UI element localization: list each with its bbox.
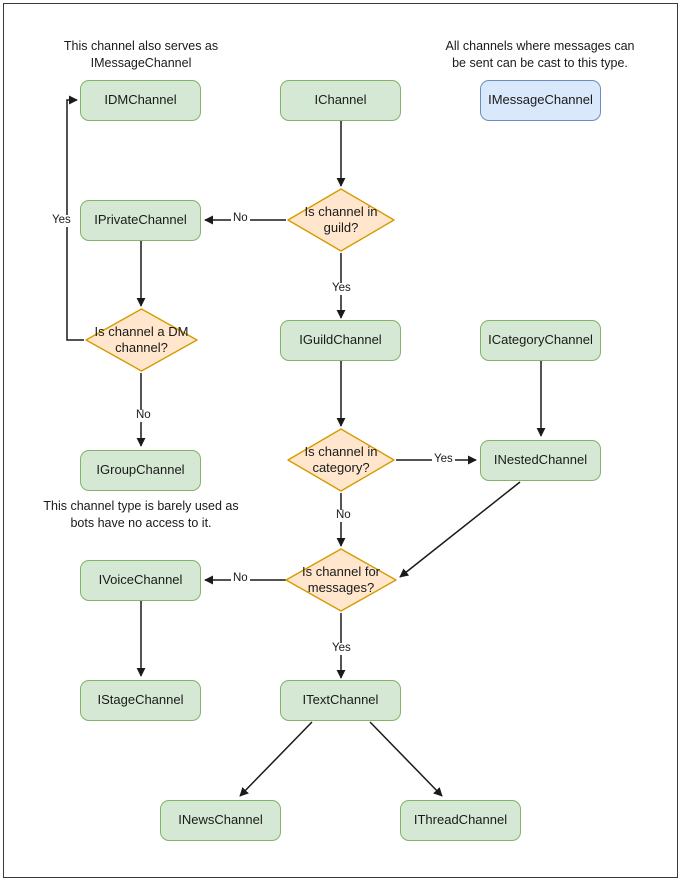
edge-label-no-category: No <box>334 509 353 522</box>
node-imessagechannel[interactable]: IMessageChannel <box>480 80 601 121</box>
node-itextchannel[interactable]: ITextChannel <box>280 680 401 721</box>
node-label: Is channel for messages? <box>301 563 381 595</box>
diamond-shape <box>85 308 198 372</box>
edge-label-no-guild: No <box>231 212 250 225</box>
node-idmchannel[interactable]: IDMChannel <box>80 80 201 121</box>
diamond-shape <box>285 548 397 612</box>
node-label: Is channel a DM channel? <box>94 323 189 355</box>
note-message-channel: All channels where messages can be sent … <box>445 39 635 70</box>
note-group-channel: This channel type is barely used as bots… <box>43 499 239 530</box>
edge-itextchannel-to-inewschannel <box>239 721 313 797</box>
node-iguildchannel[interactable]: IGuildChannel <box>280 320 401 361</box>
edge-label-yes-category: Yes <box>432 453 455 466</box>
node-inestedchannel[interactable]: INestedChannel <box>480 440 601 481</box>
node-label: Is channel in guild? <box>304 203 378 235</box>
node-is-channel-in-category[interactable]: Is channel in category? <box>286 427 396 493</box>
edge-label-yes-guild: Yes <box>330 282 353 295</box>
edge-label-yes-messages: Yes <box>330 642 353 655</box>
node-inewschannel[interactable]: INewsChannel <box>160 800 281 841</box>
edge-itextchannel-to-ithreadchannel <box>369 721 443 797</box>
node-icategorychannel[interactable]: ICategoryChannel <box>480 320 601 361</box>
node-label: Is channel in category? <box>304 443 378 475</box>
node-ivoicechannel[interactable]: IVoiceChannel <box>80 560 201 601</box>
diamond-shape <box>287 428 395 492</box>
edge-inestedchannel-to-messages-decision <box>399 481 521 578</box>
node-is-channel-a-dm-channel[interactable]: Is channel a DM channel? <box>84 307 199 373</box>
node-ithreadchannel[interactable]: IThreadChannel <box>400 800 521 841</box>
node-iprivatechannel[interactable]: IPrivateChannel <box>80 200 201 241</box>
node-istagechannel[interactable]: IStageChannel <box>80 680 201 721</box>
node-is-channel-in-guild[interactable]: Is channel in guild? <box>286 187 396 253</box>
note-dm-channel: This channel also serves as IMessageChan… <box>63 39 219 70</box>
edge-label-no-dm: No <box>134 409 153 422</box>
node-is-channel-for-messages[interactable]: Is channel for messages? <box>284 547 398 613</box>
node-ichannel[interactable]: IChannel <box>280 80 401 121</box>
diamond-shape <box>287 188 395 252</box>
node-igroupchannel[interactable]: IGroupChannel <box>80 450 201 491</box>
edge-label-no-messages: No <box>231 572 250 585</box>
edge-label-yes-dm: Yes <box>50 214 73 227</box>
